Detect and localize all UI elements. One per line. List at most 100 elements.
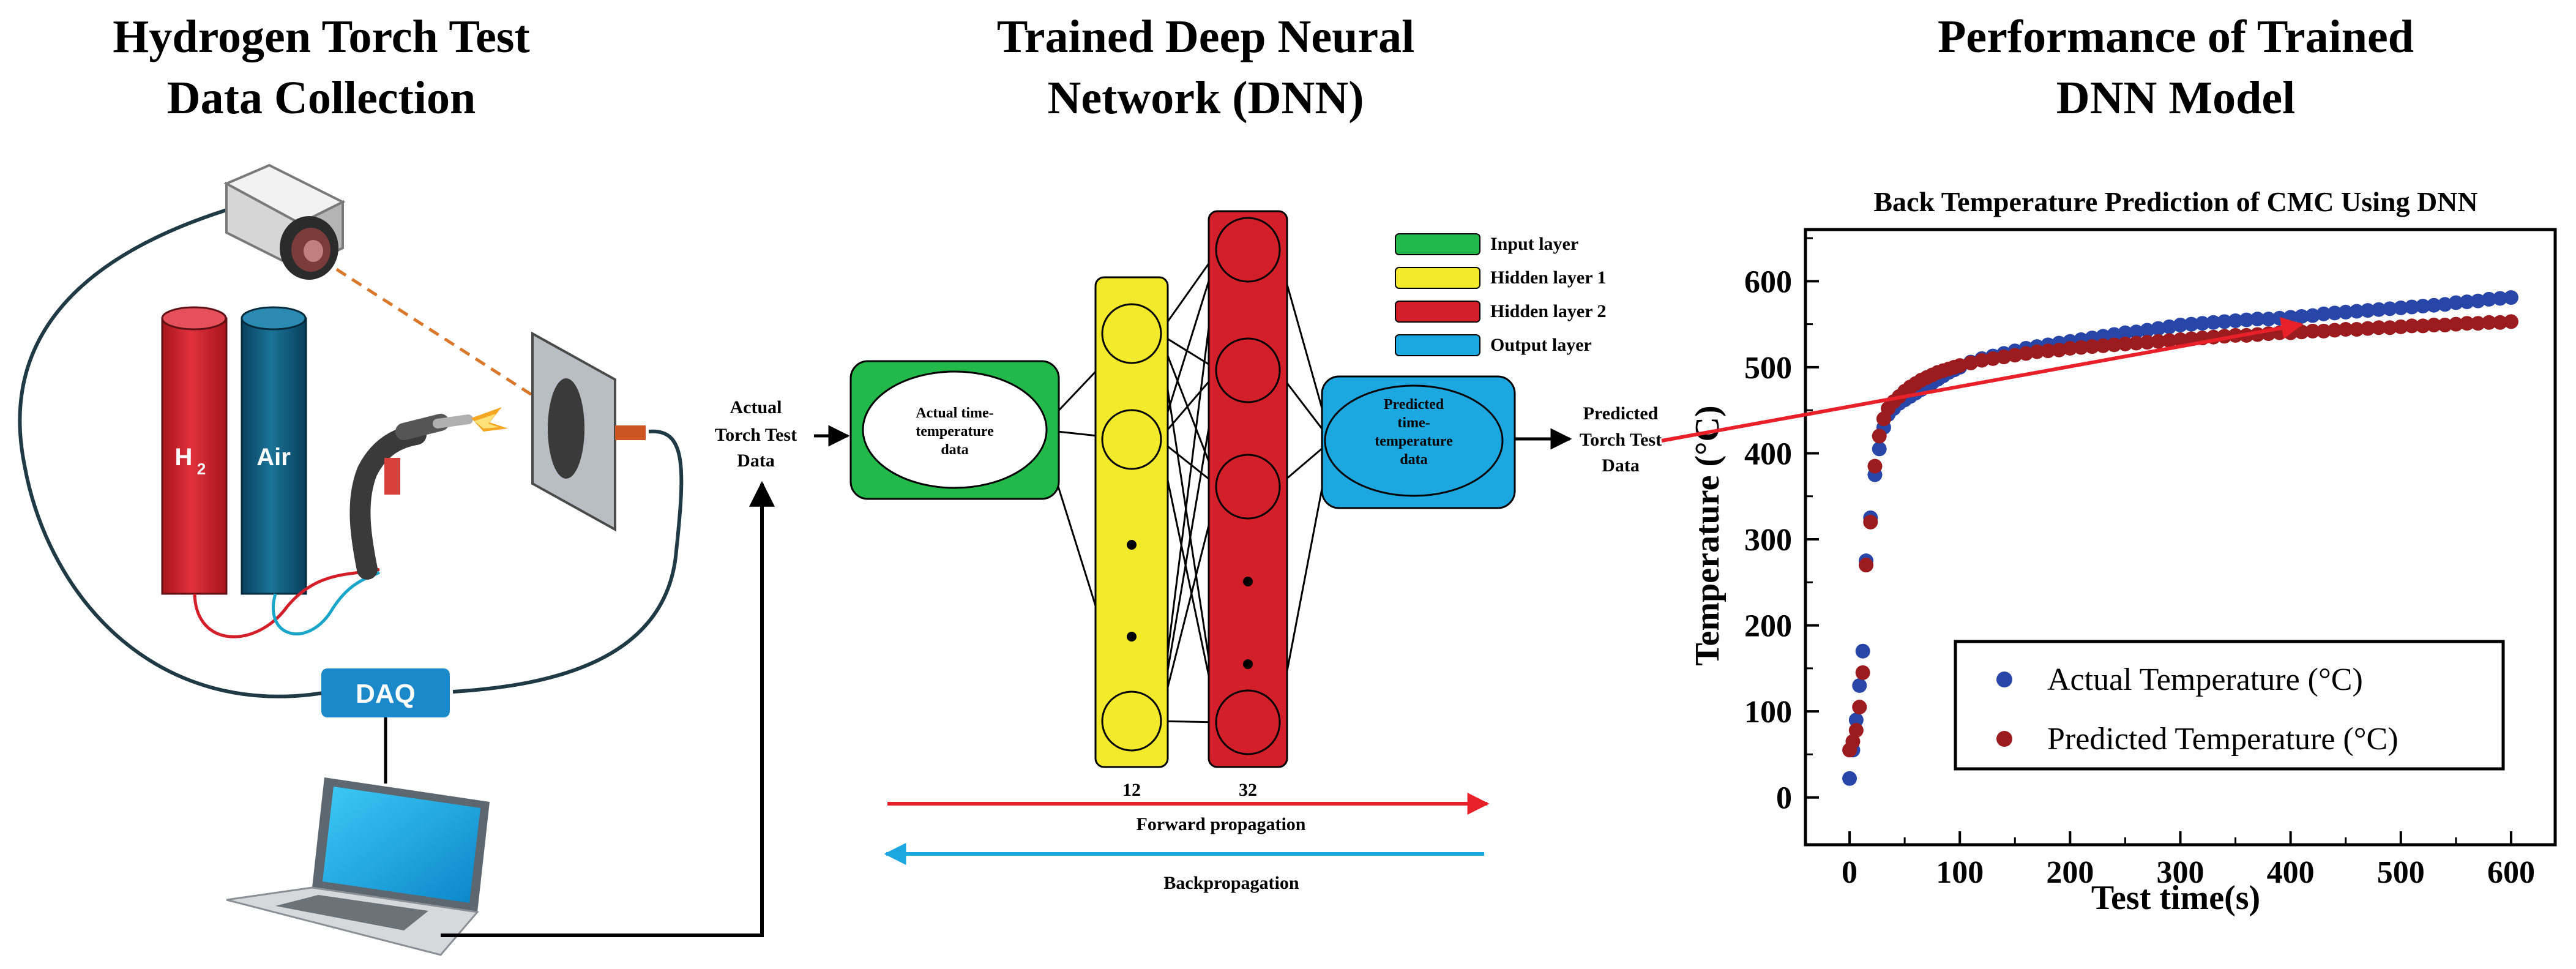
- actual-data-point: [2382, 301, 2397, 316]
- x-axis-label: Test time(s): [2091, 879, 2260, 917]
- actual-data-point: [2228, 313, 2243, 328]
- predicted-data-point: [2151, 334, 2166, 349]
- legend-swatch-output: [1395, 334, 1480, 356]
- actual-data-point: [1848, 713, 1864, 728]
- actual-data-point: [2162, 319, 2177, 334]
- predicted-data-point: [1852, 700, 1867, 715]
- air-label: Air: [256, 444, 291, 471]
- predicted-data-point: [2085, 339, 2100, 354]
- predicted-data-point: [2096, 338, 2111, 353]
- actual-data-point: [2371, 302, 2386, 317]
- predicted-data-point: [1863, 514, 1878, 529]
- actual-data-point: [2459, 294, 2474, 310]
- laptop-to-data-arrow: [441, 481, 775, 937]
- performance-chart: Back Temperature Prediction of CMC Using…: [1689, 186, 2557, 917]
- actual-data-point: [2118, 325, 2133, 340]
- actual-data-point: [1852, 678, 1867, 693]
- h2-hose: [193, 567, 380, 638]
- left-panel-title-line2: Data Collection: [167, 72, 476, 124]
- predicted-data-point: [2382, 320, 2397, 335]
- ellipsis-dot: [1127, 632, 1137, 642]
- y-tick-label: 500: [1744, 351, 1792, 386]
- hidden-layer-2-node: [1215, 454, 1281, 520]
- legend-marker-predicted: [1996, 731, 2012, 747]
- predicted-data-point: [1985, 351, 2001, 366]
- predicted-data-point: [2029, 344, 2045, 359]
- right-panel-title-line2: DNN Model: [2056, 72, 2296, 124]
- actual-data-point: [2173, 318, 2188, 333]
- predicted-data-label-line3: Data: [1602, 455, 1640, 476]
- actual-data-point: [2250, 312, 2265, 327]
- hidden-layer-2-count: 32: [1239, 780, 1257, 800]
- actual-data-point: [2305, 308, 2320, 323]
- predicted-data-point: [2371, 320, 2386, 335]
- predicted-data-point: [2305, 323, 2320, 339]
- middle-panel-title-line2: Network (DNN): [1047, 72, 1364, 124]
- predicted-data-point: [2327, 323, 2342, 338]
- hidden-layer-2-node: [1215, 217, 1281, 283]
- middle-panel-title-line1: Trained Deep Neural: [997, 11, 1415, 62]
- input-text-line1: Actual time-: [916, 405, 993, 421]
- predicted-data-point: [2107, 337, 2122, 353]
- sensor-cable: [452, 429, 684, 694]
- predicted-data-point: [1996, 350, 2012, 365]
- predicted-data-point: [1859, 558, 1874, 573]
- legend-entry-predicted: Predicted Temperature (°C): [2047, 722, 2399, 757]
- actual-data-point: [2404, 299, 2419, 315]
- x-tick-label: 200: [2046, 855, 2094, 890]
- x-tick-label: 400: [2267, 855, 2315, 890]
- y-tick-label: 300: [1744, 523, 1792, 558]
- daq-label: DAQ: [356, 679, 416, 709]
- y-tick-label: 400: [1744, 436, 1792, 471]
- h2-label: H: [175, 444, 193, 471]
- predicted-data-point: [1963, 355, 1979, 370]
- hidden-layer-1-node: [1101, 690, 1162, 752]
- actual-data-point: [2239, 312, 2254, 327]
- actual-data-point: [2151, 321, 2166, 336]
- actual-data-point: [2195, 316, 2210, 331]
- backpropagation-label: Backpropagation: [1163, 873, 1299, 893]
- legend-label-input: Input layer: [1490, 234, 1578, 254]
- test-setup-illustration: H 2 Air DAQ: [18, 163, 850, 956]
- actual-data-point: [2316, 306, 2331, 321]
- predicted-data-point: [1872, 428, 1887, 444]
- torch-icon: [349, 407, 508, 580]
- predicted-data-point: [2349, 322, 2364, 337]
- air-cylinder-icon: Air: [241, 306, 307, 595]
- x-tick-label: 100: [1936, 855, 1984, 890]
- legend-marker-actual: [1996, 672, 2012, 687]
- actual-data-point: [2206, 315, 2221, 330]
- actual-data-point: [2426, 297, 2441, 313]
- legend-entry-actual: Actual Temperature (°C): [2047, 662, 2363, 697]
- predicted-data-point: [2129, 335, 2144, 351]
- actual-data-point: [2415, 299, 2430, 314]
- predicted-data-point: [1845, 734, 1861, 749]
- predicted-data-point: [1855, 665, 1870, 680]
- right-panel-title-line1: Performance of Trained: [1938, 11, 2414, 62]
- y-tick-label: 100: [1744, 695, 1792, 730]
- laptop-icon: [226, 777, 490, 956]
- ellipsis-dot: [1243, 659, 1253, 669]
- forward-propagation-label: Forward propagation: [1137, 814, 1306, 834]
- actual-data-label-line1: Actual: [730, 397, 782, 417]
- predicted-data-point: [2118, 336, 2133, 351]
- predicted-data-point: [2063, 340, 2078, 356]
- x-tick-label: 500: [2377, 855, 2425, 890]
- predicted-data-point: [2140, 335, 2155, 350]
- actual-data-point: [2437, 297, 2452, 312]
- hidden-layer-1-node: [1101, 303, 1162, 364]
- predicted-data-point: [2426, 318, 2441, 333]
- network-diagram: Actual time- temperature data Predicted …: [849, 210, 1662, 893]
- chart-title: Back Temperature Prediction of CMC Using…: [1873, 186, 2477, 217]
- actual-data-point: [2327, 305, 2342, 321]
- output-text-line2: time-: [1397, 415, 1430, 431]
- predicted-data-point: [2074, 340, 2089, 355]
- legend-swatch-hidden-2: [1395, 301, 1480, 323]
- hidden-layer-1-count: 12: [1122, 780, 1141, 800]
- predicted-data-point: [2018, 346, 2034, 361]
- actual-data-point: [2481, 291, 2496, 307]
- actual-data-point: [2140, 323, 2155, 338]
- dnn-to-chart-arrow: [1661, 317, 2304, 443]
- predicted-data-point: [2415, 318, 2430, 334]
- input-layer-node: [862, 370, 1048, 489]
